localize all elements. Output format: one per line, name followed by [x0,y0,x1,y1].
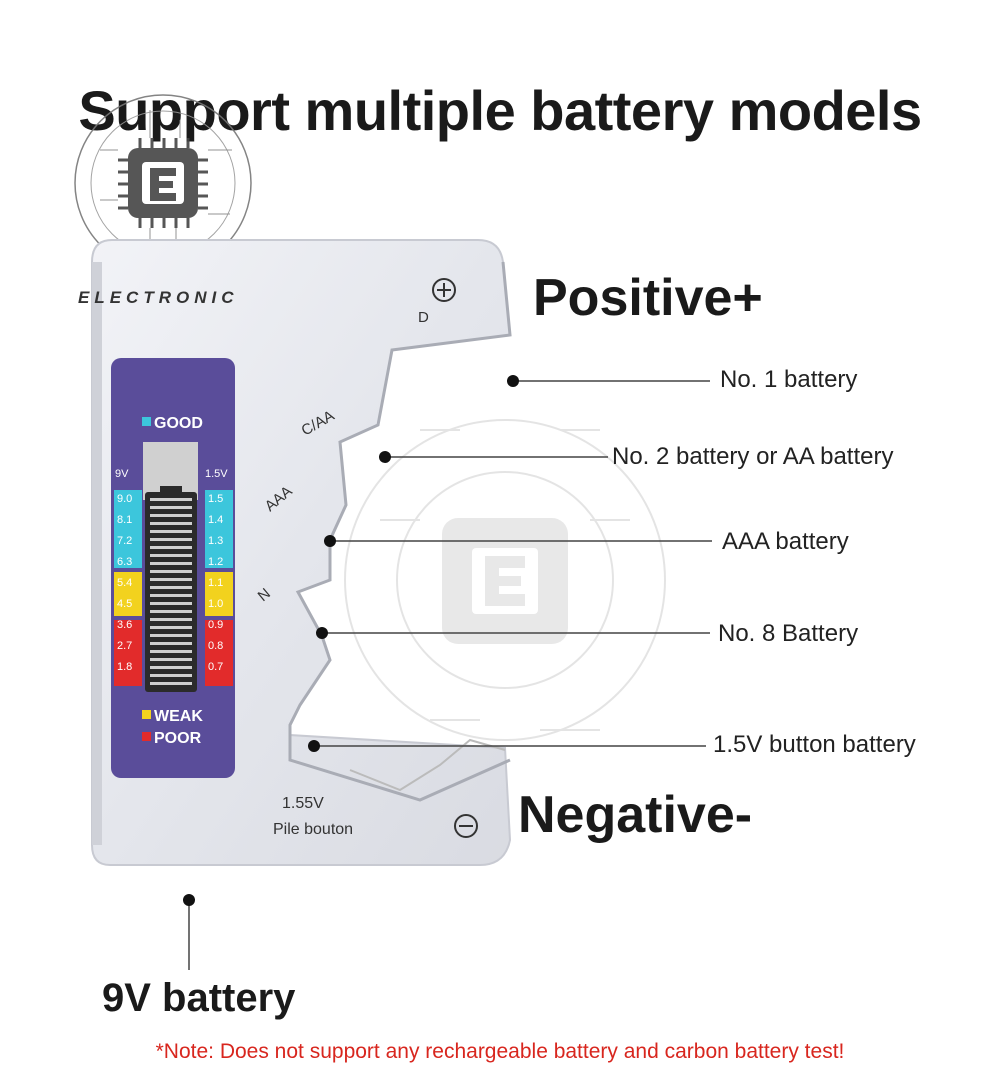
dot-no8 [316,627,328,639]
scale-value: 1.3 [208,535,223,547]
brand-logo-icon [74,94,252,272]
scale-value: 0.7 [208,661,223,673]
positive-label: Positive+ [533,269,763,327]
scale-value: 1.0 [208,598,223,610]
scale-15v-values: 1.5 1.4 1.3 1.2 1.1 1.0 0.9 0.8 0.7 [208,493,223,673]
scale-value: 0.9 [208,619,223,631]
scale-value: 1.5 [208,493,223,505]
scale-value: 1.1 [208,577,223,589]
poor-swatch [142,732,151,741]
scale-value: 6.3 [117,556,132,568]
scale-value: 7.2 [117,535,132,547]
watermark-logo-icon [344,419,666,741]
scale-value: 1.4 [208,514,223,526]
plus-icon [432,278,456,302]
minus-icon [454,814,478,838]
callout-button-battery: 1.5V button battery [713,731,916,758]
callout-lines [188,380,712,970]
button-text-label: Pile bouton [273,821,353,838]
scale-value: 4.5 [117,598,132,610]
good-label: GOOD [154,415,203,432]
page-title: Support multiple battery models [78,79,922,142]
weak-label: WEAK [154,708,203,725]
nine-v-battery-label: 9V battery [102,976,296,1020]
scale-value: 8.1 [117,514,132,526]
scale-value: 0.8 [208,640,223,652]
callout-no1-battery: No. 1 battery [720,366,858,393]
scale-9v-values: 9.0 8.1 7.2 6.3 5.4 4.5 3.6 2.7 1.8 [117,493,132,673]
scale-9v-blocks [114,490,142,686]
scale-value: 3.6 [117,619,132,631]
weak-swatch [142,710,151,719]
scale-value: 1.8 [117,661,132,673]
scale-value: 2.7 [117,640,132,652]
poor-label: POOR [154,730,202,747]
scale-value: 5.4 [117,577,132,589]
note-text: *Note: Does not support any rechargeable… [155,1040,845,1063]
scale-15v-header: 1.5V [205,468,228,480]
callout-no8-battery: No. 8 Battery [718,620,859,647]
button-voltage-label: 1.55V [282,795,324,812]
scale-value: 9.0 [117,493,132,505]
brand-name: ELECTRONIC [78,288,239,307]
dot-no1 [507,375,519,387]
callout-aaa-battery: AAA battery [722,528,849,555]
dot-no2 [379,451,391,463]
dot-9v [183,894,195,906]
callout-no2-aa-battery: No. 2 battery or AA battery [612,443,894,470]
dot-aaa [324,535,336,547]
dot-button [308,740,320,752]
slot-d-label: D [418,309,429,326]
scale-value: 1.2 [208,556,223,568]
negative-label: Negative- [518,786,753,844]
scale-9v-header: 9V [115,468,129,480]
good-swatch [142,417,151,426]
scale-15v-blocks [205,490,233,686]
